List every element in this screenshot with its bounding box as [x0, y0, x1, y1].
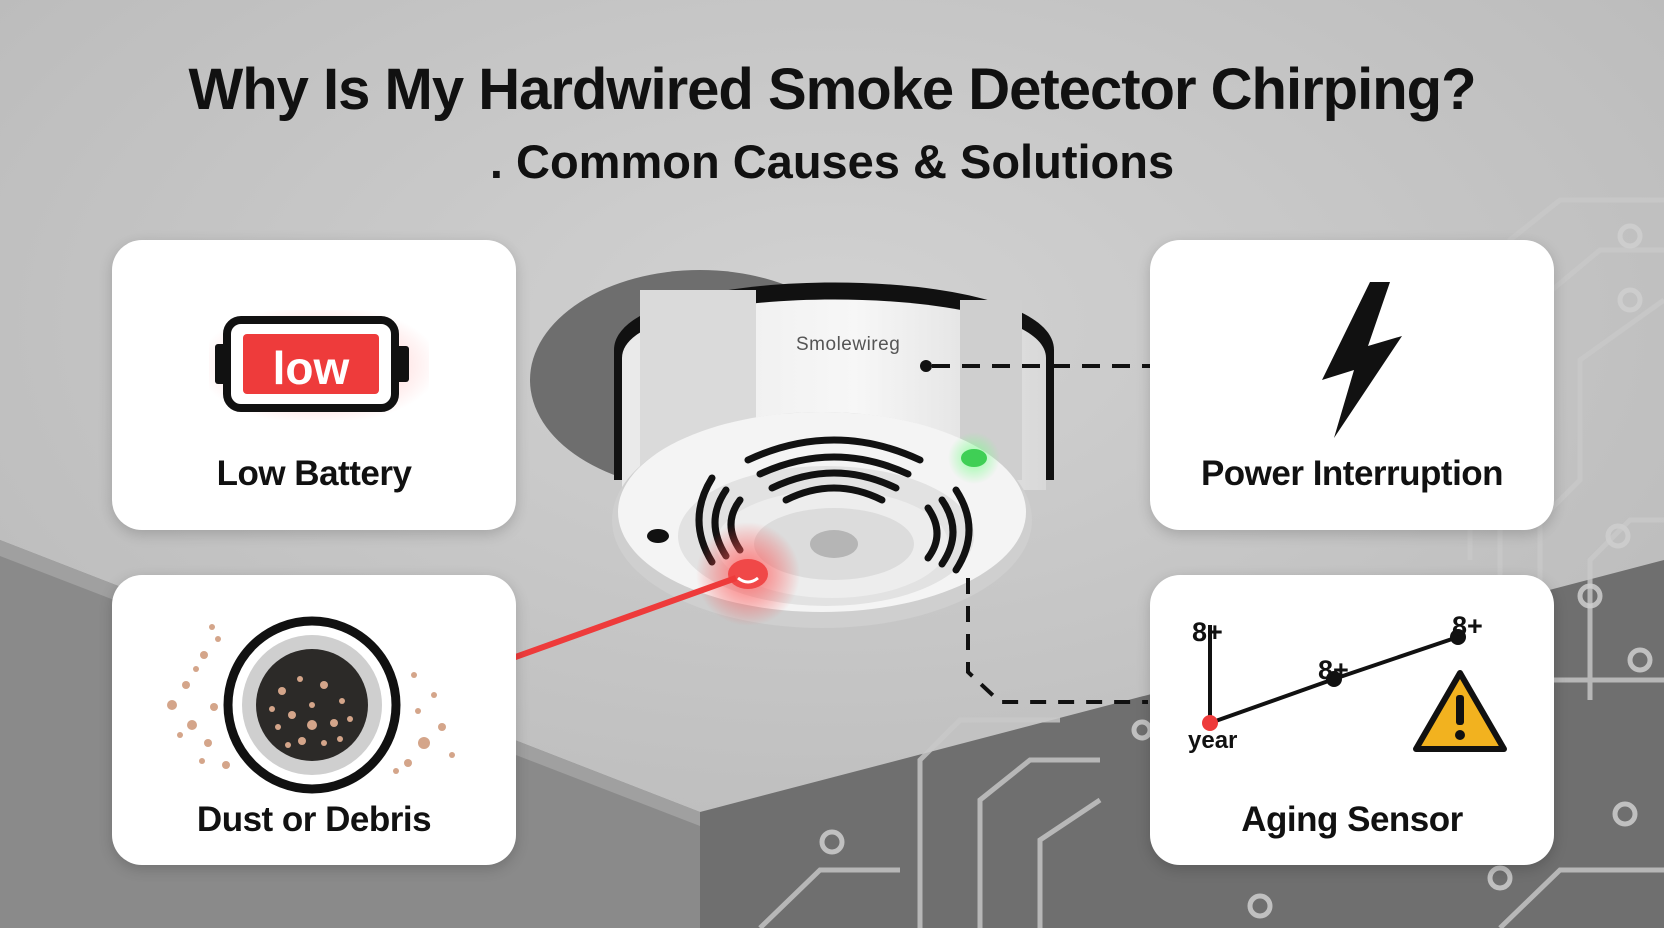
timeline-mid-point	[1326, 671, 1342, 687]
card-aging-sensor: 8+ 8+ 8+ year Aging Sensor	[1150, 575, 1554, 865]
card-low-battery: low Low Battery	[112, 240, 516, 530]
warning-triangle-icon	[1413, 670, 1507, 752]
card-dust-debris: Dust or Debris	[112, 575, 516, 865]
dusty-sensor-icon	[167, 616, 455, 794]
page-subtitle: . Common Causes & Solutions	[489, 135, 1175, 188]
page-title: Why Is My Hardwired Smoke Detector Chirp…	[188, 57, 1477, 122]
green-led-icon	[961, 449, 987, 467]
card-label-aging-sensor: Aging Sensor	[1241, 800, 1463, 839]
point-label-3: 8+	[1452, 611, 1483, 641]
low-battery-icon	[209, 310, 429, 420]
axis-label-year: year	[1188, 727, 1238, 754]
detector-brand-label: Smolewireg	[796, 334, 901, 355]
card-label-power-interruption: Power Interruption	[1200, 454, 1504, 493]
aging-timeline-chart	[1202, 625, 1507, 752]
point-label-1: 8+	[1192, 617, 1223, 647]
card-label-dust-debris: Dust or Debris	[196, 800, 432, 839]
card-label-low-battery: Low Battery	[216, 454, 412, 493]
point-label-2: 8+	[1318, 655, 1349, 685]
lightning-bolt-icon	[1322, 282, 1402, 438]
battery-status-text: low	[272, 342, 350, 394]
red-alert-led-icon	[728, 559, 768, 589]
dashed-connector-aging	[966, 578, 1148, 704]
timeline-end-point	[1450, 629, 1466, 645]
timeline-start-point	[1202, 715, 1218, 731]
card-power-interruption: Power Interruption	[1150, 240, 1554, 530]
